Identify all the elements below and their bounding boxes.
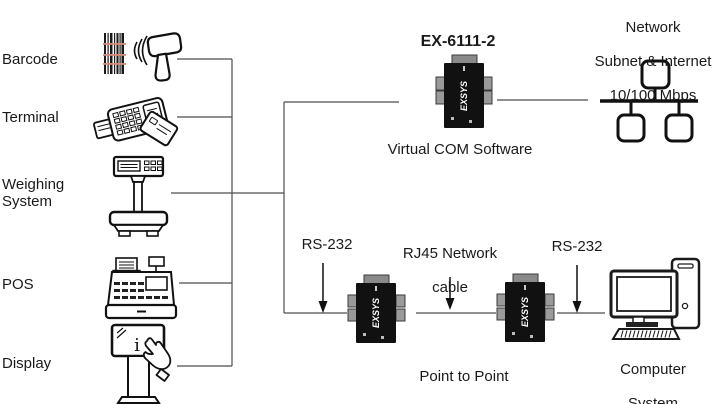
info-glyph: i xyxy=(134,335,140,356)
computer-caption: Computer System xyxy=(593,344,713,404)
credit-card xyxy=(139,110,179,147)
computer-icon xyxy=(609,257,701,340)
brand-logo: EXSYS xyxy=(520,297,530,327)
converter-model-title: EX-6111-2 xyxy=(420,33,496,50)
brand-logo: EXSYS xyxy=(459,81,469,111)
converter-device-p2p-right: EXSYS xyxy=(496,273,555,342)
cash-register-icon xyxy=(104,256,178,320)
touch-hand-icon xyxy=(142,337,172,382)
scanner-gun xyxy=(146,32,183,82)
barcode-stripes xyxy=(104,33,124,74)
rs232-right-label: RS-232 xyxy=(551,238,603,255)
network-caption-line2: Subnet & Internet xyxy=(594,53,712,70)
label-display: Display xyxy=(2,355,52,372)
scale-keypad xyxy=(144,160,163,171)
brand-logo: EXSYS xyxy=(371,298,381,328)
label-barcode: Barcode xyxy=(2,51,58,68)
info-display-icon: i xyxy=(110,323,172,404)
network-caption: Network Subnet & Internet 10/100 Mbps xyxy=(578,2,720,121)
rs232-left-label: RS-232 xyxy=(301,236,353,253)
rj45-label-line2: cable xyxy=(432,279,468,296)
barcode-scanner-icon xyxy=(103,32,183,82)
rj45-arrow xyxy=(445,277,455,310)
network-caption-line3: 10/100 Mbps xyxy=(609,87,697,104)
converter-device-p2p-left: EXSYS xyxy=(347,274,406,343)
label-terminal: Terminal xyxy=(2,109,59,126)
payment-terminal-icon xyxy=(93,97,179,147)
computer-caption-line1: Computer xyxy=(620,361,686,378)
cable-arrows xyxy=(318,263,582,313)
scan-waves xyxy=(133,35,148,66)
label-weighing-system: Weighing System xyxy=(2,176,65,210)
weighing-scale-icon xyxy=(108,155,169,237)
rj45-cable-label: RJ45 Network cable xyxy=(389,228,511,313)
rs232-right-arrow xyxy=(572,265,582,313)
computer-caption-line2: System xyxy=(627,395,678,404)
p2p-caption-line2: Verbindung/Connection xyxy=(364,402,564,404)
rs232-left-arrow xyxy=(318,263,328,313)
network-caption-line1: Network xyxy=(625,19,681,36)
scan-beam-lines xyxy=(103,43,126,65)
connection-lines xyxy=(171,58,605,367)
label-pos: POS xyxy=(2,276,34,293)
p2p-caption-line1: Point to Point xyxy=(419,368,509,385)
p2p-caption: Point to Point Verbindung/Connection xyxy=(364,351,564,404)
rj45-label-line1: RJ45 Network xyxy=(402,245,498,262)
virtual-com-caption: Virtual COM Software xyxy=(387,141,533,158)
pos-keypad xyxy=(114,282,168,299)
converter-device-top: EXSYS xyxy=(435,54,493,128)
network-icon xyxy=(600,59,698,143)
